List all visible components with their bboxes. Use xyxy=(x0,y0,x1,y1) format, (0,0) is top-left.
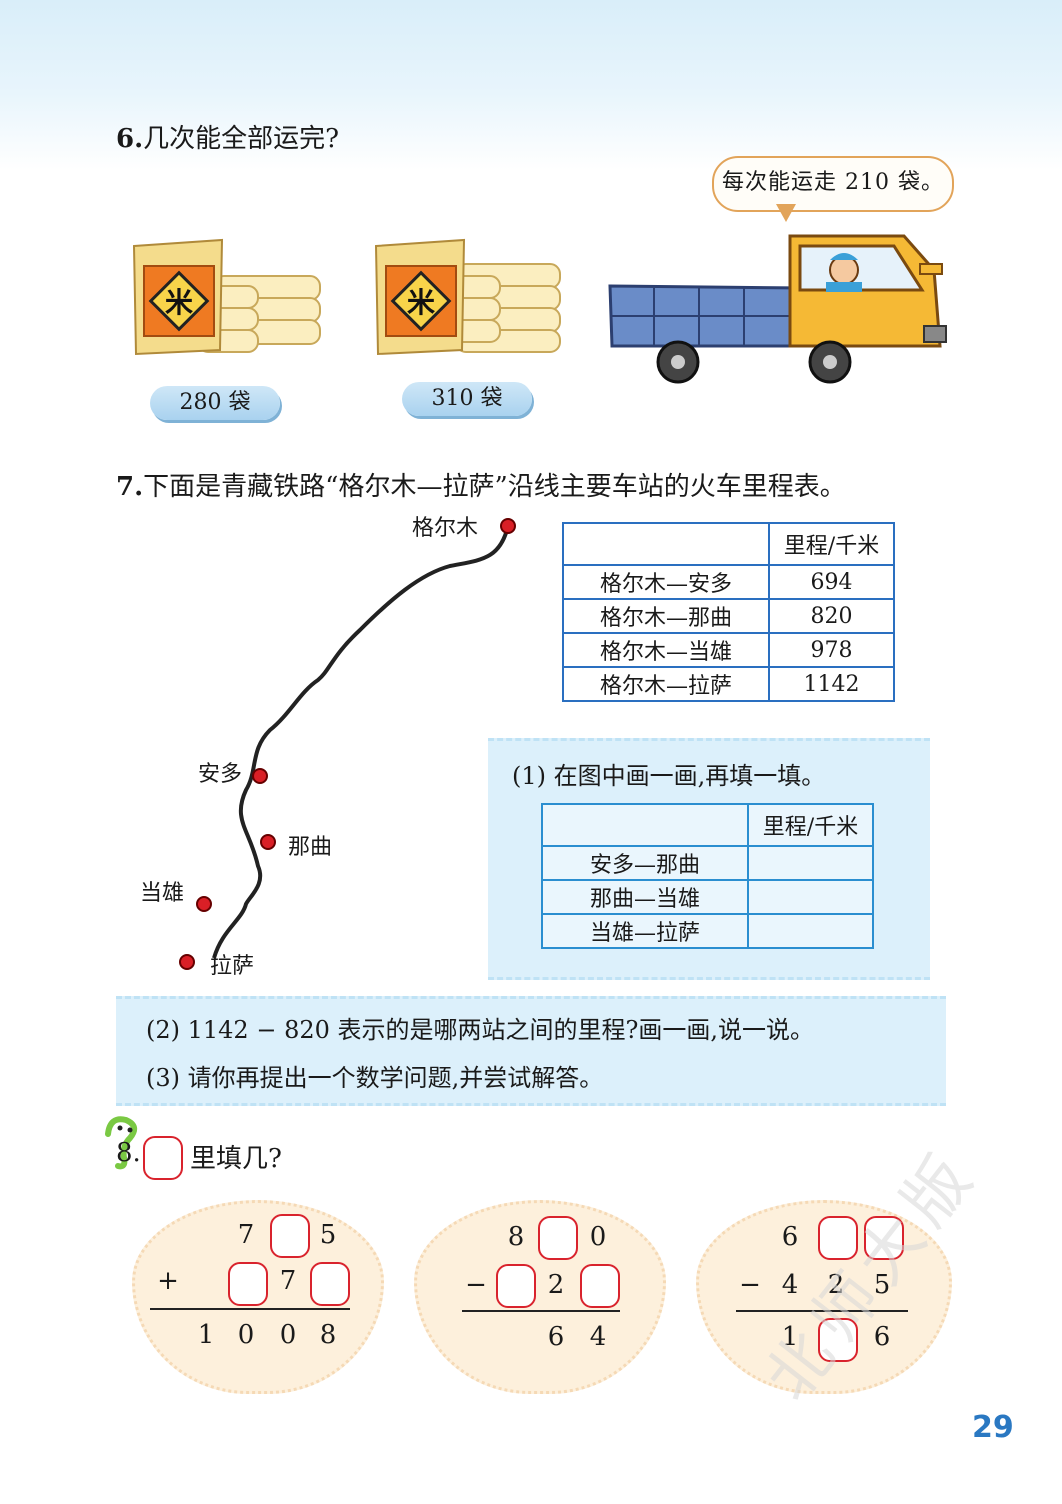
station-dot-anduo xyxy=(252,768,268,784)
operator: + xyxy=(157,1266,179,1296)
table-cell: 694 xyxy=(768,564,895,600)
table-cell: 当雄—拉萨 xyxy=(541,913,749,949)
header-band xyxy=(0,0,1062,170)
table-header-cell: 里程/千米 xyxy=(747,803,874,847)
table-header-cell: 里程/千米 xyxy=(768,522,895,566)
operator: − xyxy=(739,1270,761,1300)
mascot-icon xyxy=(105,1116,138,1170)
difference-line xyxy=(462,1310,620,1312)
station-label-lasa: 拉萨 xyxy=(210,954,255,979)
q7-title: 7.下面是青藏铁路“格尔木—拉萨”沿线主要车站的火车里程表。 xyxy=(116,466,846,503)
answer-cell[interactable] xyxy=(747,845,874,881)
rice-bags-icon: 米 xyxy=(374,238,561,356)
answer-box[interactable] xyxy=(538,1216,578,1260)
q7-text: 下面是青藏铁路“格尔木—拉萨”沿线主要车站的火车里程表。 xyxy=(143,472,846,502)
answer-box[interactable] xyxy=(270,1214,310,1258)
table-header-cell xyxy=(541,803,749,847)
digit: 6 xyxy=(781,1222,799,1252)
table-cell: 安多—那曲 xyxy=(541,845,749,881)
table-cell: 1142 xyxy=(768,666,895,702)
table-cell: 格尔木—当雄 xyxy=(562,632,770,668)
station-dot-naqu xyxy=(260,834,276,850)
page-number: 29 xyxy=(972,1410,1014,1445)
station-label-geermu: 格尔木 xyxy=(412,516,479,541)
table-row: 格尔木—安多 694 xyxy=(562,564,895,600)
bag-icon-label: 米 xyxy=(407,286,435,319)
table-cell: 978 xyxy=(768,632,895,668)
answer-box[interactable] xyxy=(818,1318,858,1362)
speech-bubble: 每次能运走 210 袋。 xyxy=(712,156,954,212)
sub1-text: (1) 在图中画一画,再填一填。 xyxy=(512,762,826,790)
sub23-box xyxy=(116,996,946,1106)
table-header-cell xyxy=(562,522,770,566)
rice-bags-icon: 米 xyxy=(132,238,321,356)
table-cell: 格尔木—那曲 xyxy=(562,598,770,634)
q6-number: 6. xyxy=(116,124,144,154)
q6-text: 几次能全部运完? xyxy=(143,124,340,154)
digit: 6 xyxy=(873,1322,891,1352)
digit: 5 xyxy=(873,1270,891,1300)
sub2-text: (2) 1142 − 820 表示的是哪两站之间的里程?画一画,说一说。 xyxy=(146,1016,815,1044)
speech-bubble-tail xyxy=(776,204,796,222)
q6-title: 6.几次能全部运完? xyxy=(116,118,339,155)
digit: 1 xyxy=(781,1322,799,1352)
table-cell: 格尔木—安多 xyxy=(562,564,770,600)
digit: 1 xyxy=(197,1320,215,1350)
station-dot-lasa xyxy=(179,954,195,970)
digit: 7 xyxy=(237,1220,255,1250)
station-label-anduo: 安多 xyxy=(198,762,243,787)
bag-count-2: 310 袋 xyxy=(402,382,532,416)
bag-count-1: 280 袋 xyxy=(150,386,280,420)
digit: 8 xyxy=(319,1320,337,1350)
answer-box[interactable] xyxy=(818,1216,858,1260)
table-cell: 那曲—当雄 xyxy=(541,879,749,915)
fill-table: 里程/千米 安多—那曲 那曲—当雄 当雄—拉萨 xyxy=(541,803,874,949)
digit: 0 xyxy=(589,1222,607,1252)
railway-line xyxy=(212,525,510,959)
station-label-dangxiong: 当雄 xyxy=(140,881,185,906)
q8-text: 里填几? xyxy=(190,1144,282,1174)
answer-box[interactable] xyxy=(580,1264,620,1308)
table-header-row: 里程/千米 xyxy=(562,522,895,566)
truck-icon xyxy=(608,234,947,384)
digit: 4 xyxy=(781,1270,799,1300)
title-answer-box xyxy=(143,1136,183,1180)
digit: 5 xyxy=(319,1220,337,1250)
answer-box[interactable] xyxy=(310,1262,350,1306)
answer-cell[interactable] xyxy=(747,913,874,949)
sub3-text: (3) 请你再提出一个数学问题,并尝试解答。 xyxy=(146,1064,604,1092)
railway-map xyxy=(179,518,516,970)
q7-number: 7. xyxy=(116,472,144,502)
table-row: 安多—那曲 xyxy=(541,845,874,881)
answer-box[interactable] xyxy=(864,1216,904,1260)
table-row: 那曲—当雄 xyxy=(541,879,874,915)
station-dot-geermu xyxy=(500,518,516,534)
station-label-naqu: 那曲 xyxy=(288,835,333,860)
operator: − xyxy=(465,1270,487,1300)
table-row: 格尔木—当雄 978 xyxy=(562,632,895,668)
digit: 7 xyxy=(279,1266,297,1296)
mileage-table: 里程/千米 格尔木—安多 694 格尔木—那曲 820 格尔木—当雄 978 格… xyxy=(562,522,895,702)
difference-line xyxy=(736,1310,908,1312)
table-row: 格尔木—拉萨 1142 xyxy=(562,666,895,702)
table-header-row: 里程/千米 xyxy=(541,803,874,847)
answer-cell[interactable] xyxy=(747,879,874,915)
digit: 8 xyxy=(507,1222,525,1252)
digit: 0 xyxy=(237,1320,255,1350)
answer-box[interactable] xyxy=(496,1264,536,1308)
digit: 2 xyxy=(547,1270,565,1300)
q8-number: 8. xyxy=(116,1138,141,1168)
answer-box[interactable] xyxy=(228,1262,268,1306)
digit: 2 xyxy=(827,1270,845,1300)
digit: 4 xyxy=(589,1322,607,1352)
table-row: 格尔木—那曲 820 xyxy=(562,598,895,634)
bag-icon-label: 米 xyxy=(165,286,193,319)
sum-line xyxy=(150,1308,350,1310)
table-cell: 格尔木—拉萨 xyxy=(562,666,770,702)
table-row: 当雄—拉萨 xyxy=(541,913,874,949)
station-dot-dangxiong xyxy=(196,896,212,912)
digit: 0 xyxy=(279,1320,297,1350)
digit: 6 xyxy=(547,1322,565,1352)
table-cell: 820 xyxy=(768,598,895,634)
